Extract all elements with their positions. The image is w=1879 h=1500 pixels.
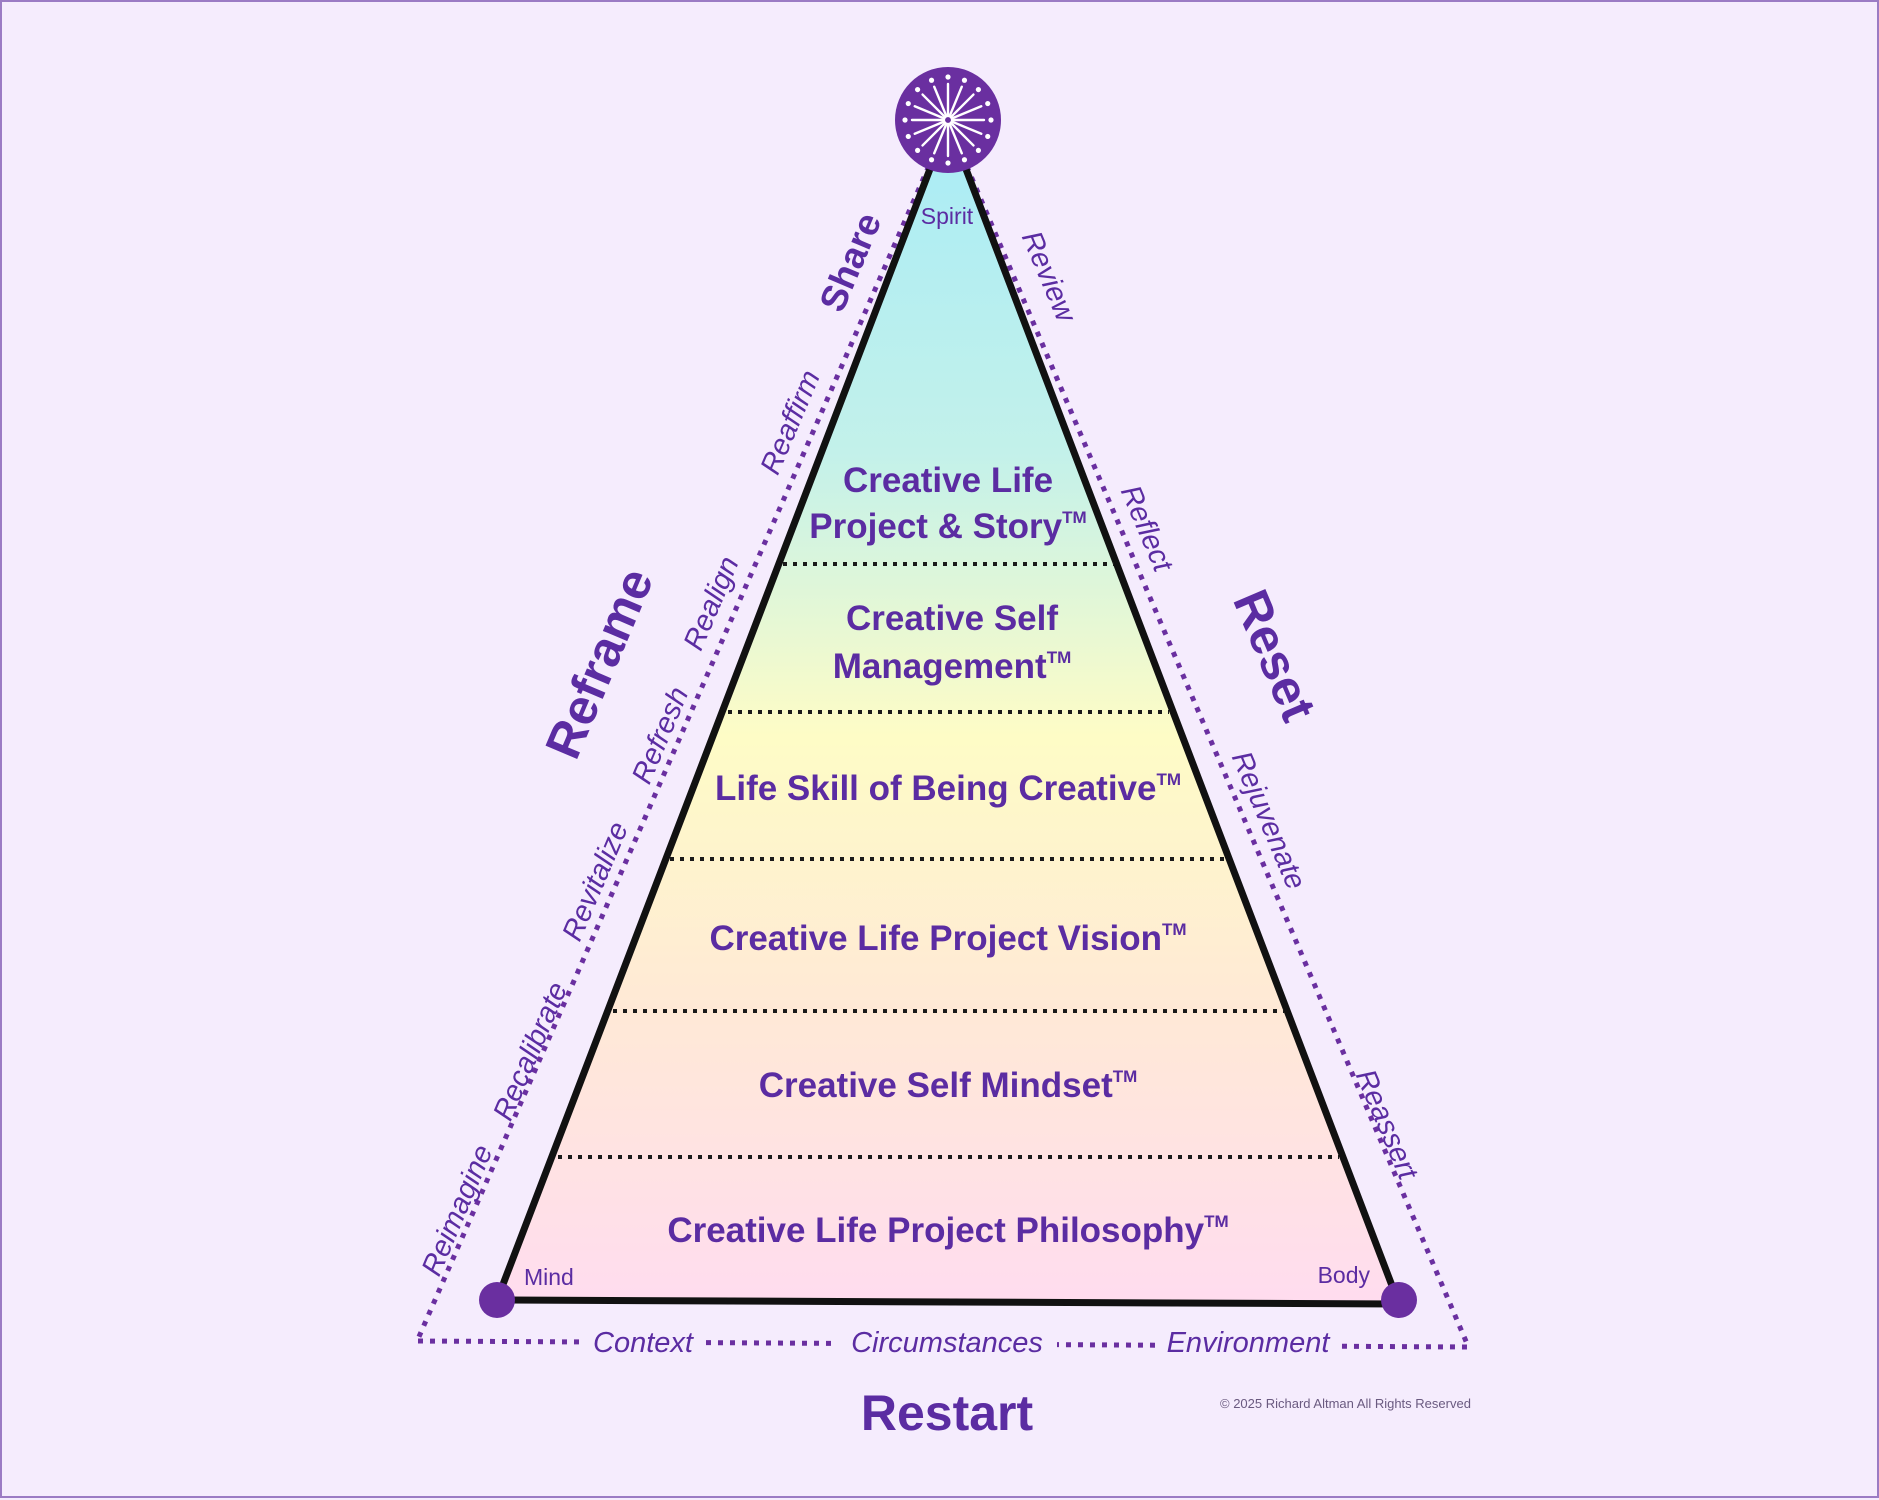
- starburst-ray: [950, 105, 983, 120]
- layer-1-line-2: Project & StoryTM: [809, 507, 1086, 546]
- starburst-dot: [985, 133, 991, 140]
- starburst-ray: [933, 122, 948, 155]
- base-words: Context Circumstances Environment: [580, 1324, 1341, 1359]
- starburst-ray: [948, 122, 963, 155]
- layer-5-label: Creative Self MindsetTM: [759, 1066, 1138, 1105]
- base-word-circumstances: Circumstances: [851, 1327, 1043, 1359]
- mind-corner-dot: [479, 1282, 515, 1318]
- left-verb-refresh: Refresh: [626, 682, 695, 788]
- corner-label-spirit: Spirit: [921, 203, 974, 229]
- starburst-ray: [948, 85, 963, 118]
- side-title-restart: Restart: [861, 1385, 1034, 1441]
- starburst-ray: [921, 121, 947, 147]
- body-corner-dot: [1381, 1282, 1417, 1318]
- starburst-dot: [961, 77, 968, 83]
- starburst-ray: [949, 93, 975, 119]
- starburst-ray: [921, 93, 947, 119]
- starburst-dot: [961, 157, 968, 163]
- layer-4-label: Creative Life Project VisionTM: [709, 919, 1186, 958]
- starburst-ray: [913, 105, 946, 120]
- layer-2-line-2: ManagementTM: [833, 647, 1071, 686]
- left-verb-realign: Realign: [678, 552, 746, 655]
- starburst-ray: [913, 120, 946, 135]
- copyright-notice: © 2025 Richard Altman All Rights Reserve…: [1220, 1396, 1471, 1411]
- corner-label-mind: Mind: [524, 1264, 574, 1290]
- side-title-reset: Reset: [1222, 582, 1327, 730]
- base-word-context: Context: [593, 1327, 695, 1359]
- starburst-dot: [945, 74, 951, 80]
- starburst-dot: [902, 117, 908, 123]
- layer-3-label: Life Skill of Being CreativeTM: [715, 769, 1181, 808]
- right-verb-review: Review: [1015, 226, 1082, 328]
- layer-1-line-1: Creative Life: [843, 461, 1053, 500]
- layer-dividers: [558, 562, 1339, 1159]
- starburst-dot: [975, 147, 982, 154]
- left-verb-recalibrate: Recalibrate: [487, 978, 574, 1126]
- starburst-ray: [949, 121, 975, 147]
- left-verb-reimagine: Reimagine: [416, 1140, 500, 1280]
- starburst-dot: [928, 157, 935, 163]
- starburst-dot: [928, 77, 935, 83]
- starburst-dot: [914, 86, 921, 93]
- starburst-icon: [895, 67, 1001, 173]
- starburst-dot: [945, 160, 951, 166]
- starburst-dot: [988, 117, 994, 123]
- layer-2-line-1: Creative Self: [846, 599, 1058, 638]
- starburst-dot: [905, 100, 911, 107]
- starburst-dot: [905, 133, 911, 140]
- right-verb-reflect: Reflect: [1114, 481, 1179, 578]
- base-word-environment: Environment: [1167, 1327, 1332, 1359]
- starburst-dot: [975, 86, 982, 93]
- starburst-dot: [914, 147, 921, 154]
- starburst-ray: [950, 120, 983, 135]
- outer-dotted-frame: [415, 121, 1471, 1350]
- starburst-dot: [985, 100, 991, 107]
- right-verb-reassert: Reassert: [1349, 1065, 1425, 1186]
- corner-label-body: Body: [1318, 1262, 1371, 1288]
- starburst-ray: [933, 85, 948, 118]
- layer-6-label: Creative Life Project PhilosophyTM: [667, 1211, 1228, 1250]
